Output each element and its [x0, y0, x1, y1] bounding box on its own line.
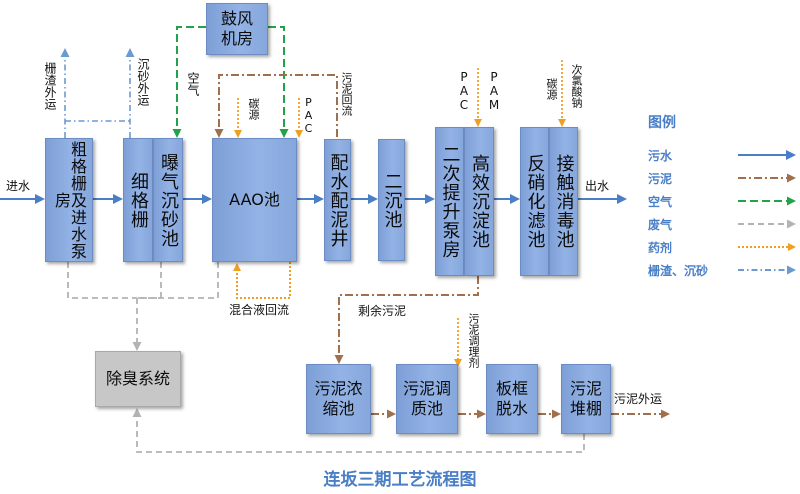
sludge-shed-unit: 污泥堆棚: [561, 364, 611, 434]
distribution-well-unit: 配水配泥井: [324, 139, 351, 261]
air-flow: [172, 26, 289, 138]
high-efficiency-sedimentation-unit: 高效沉淀池: [464, 127, 494, 276]
hypochlorite-label: 次氯酸钠: [570, 64, 583, 108]
excess-sludge-label: 剩余污泥: [358, 304, 407, 318]
blower-house-label: 鼓风机房: [220, 9, 253, 48]
contact-disinfection-label: 接触消毒池: [553, 154, 575, 249]
fine-screen-label: 细格栅: [128, 171, 149, 229]
legend-item-sewage: 污水: [648, 149, 673, 163]
sludge-conditioning-label: 污泥调质池: [403, 379, 452, 418]
legend-item-sludge: 污泥: [648, 172, 673, 186]
carbon-source-filter-label: 碳源: [545, 78, 558, 100]
pam-high-efficiency-label: PAM: [487, 70, 501, 112]
lift-pump-label: 二次提升泵房: [439, 144, 461, 259]
sludge-conditioning-unit: 污泥调质池: [396, 364, 458, 434]
secondary-clarifier-label: 二沉池: [381, 171, 403, 229]
fine-screen-unit: 细格栅: [123, 138, 153, 262]
denitrification-filter-label: 反硝化滤池: [524, 154, 546, 249]
inflow-label: 进水: [6, 179, 31, 193]
chemical-dosing: [234, 60, 566, 367]
mixed-liquor-return: [233, 262, 291, 299]
screenings-grit-flow: [60, 48, 135, 138]
legend-item-screenings-grit: 栅渣、沉砂: [648, 264, 709, 278]
sludge-return-label: 污泥回流: [340, 72, 353, 116]
distribution-well-label: 配水配泥井: [327, 152, 349, 248]
legend-lines: [738, 150, 796, 275]
aao-tank-unit: AAO池: [212, 138, 297, 262]
sludge-out-label: 污泥外运: [614, 392, 663, 406]
deodorization-label: 除臭系统: [105, 369, 170, 388]
air-label: 空气: [186, 72, 200, 96]
grit-out-label: 沉砂外运: [136, 58, 150, 106]
aao-tank-label: AAO池: [229, 190, 280, 209]
lift-pump-unit: 二次提升泵房: [435, 127, 464, 276]
aerated-grit-label: 曝气沉砂池: [158, 152, 179, 248]
sludge-shed-label: 污泥堆棚: [569, 379, 602, 418]
legend-item-air: 空气: [648, 195, 673, 209]
legend-item-exhaust: 废气: [648, 218, 673, 232]
blower-house-unit: 鼓风机房: [206, 3, 268, 55]
high-efficiency-sedimentation-label: 高效沉淀池: [469, 154, 490, 249]
aerated-grit-unit: 曝气沉砂池: [153, 138, 183, 262]
sludge-flow: [214, 74, 670, 419]
coarse-screen-unit: 粗格栅及进水泵房: [45, 138, 93, 262]
sludge-thickener-unit: 污泥浓缩池: [306, 364, 371, 434]
denitrification-filter-unit: 反硝化滤池: [520, 127, 549, 276]
pac-high-efficiency-label: PAC: [457, 70, 471, 112]
diagram-title: 连坂三期工艺流程图: [323, 470, 477, 490]
deodorization-unit: 除臭系统: [95, 351, 181, 407]
pac-aao-label: PAC: [302, 96, 315, 135]
legend-item-chemical: 药剂: [648, 241, 673, 255]
plate-press-unit: 板框脱水: [486, 364, 538, 434]
sludge-conditioner-label: 污泥调理剂: [467, 313, 480, 368]
sludge-thickener-label: 污泥浓缩池: [314, 379, 363, 418]
carbon-source-aao-label: 碳源: [247, 98, 260, 120]
legend-title: 图例: [648, 115, 676, 131]
secondary-clarifier-unit: 二沉池: [378, 139, 405, 261]
outflow-label: 出水: [585, 179, 610, 193]
screenings-out-label: 栅渣外运: [43, 62, 57, 110]
exhaust-gas-flow: [67, 262, 585, 453]
coarse-screen-label: 粗格栅及进水泵房: [52, 140, 87, 260]
contact-disinfection-unit: 接触消毒池: [549, 127, 578, 276]
mixed-liquor-return-label: 混合液回流: [229, 303, 290, 317]
plate-press-label: 板框脱水: [495, 379, 528, 418]
